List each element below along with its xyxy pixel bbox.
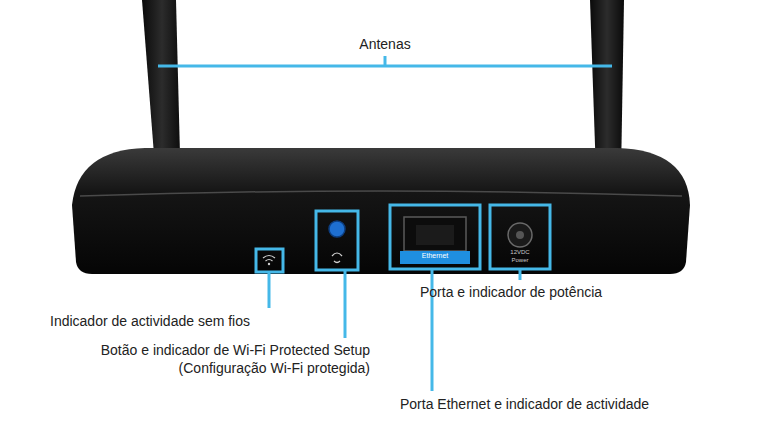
part-label: Botão e indicador de Wi-Fi Protected Set… (40, 342, 370, 377)
port-marking: 12VDC Power (505, 249, 535, 264)
ethernet-tag (400, 251, 470, 264)
highlight-box (256, 205, 550, 272)
part-label: Indicador de actividade sem fios (50, 313, 370, 331)
part-label: Porta Ethernet e indicador de actividade (400, 396, 755, 414)
ethernet-port (404, 217, 466, 251)
port-marking: Ethernet (400, 252, 470, 261)
wps-button (329, 221, 345, 237)
part-label: Porta e indicador de potência (420, 284, 740, 302)
wireless-icon (268, 263, 270, 265)
power-jack (516, 231, 524, 239)
router-edge (80, 191, 682, 196)
power-jack (508, 223, 532, 247)
router-body (72, 148, 690, 274)
wireless-icon (263, 256, 275, 262)
wps-icon (332, 253, 342, 263)
bracket (158, 56, 612, 66)
part-label: Antenas (335, 36, 435, 54)
ethernet-port (416, 225, 454, 245)
